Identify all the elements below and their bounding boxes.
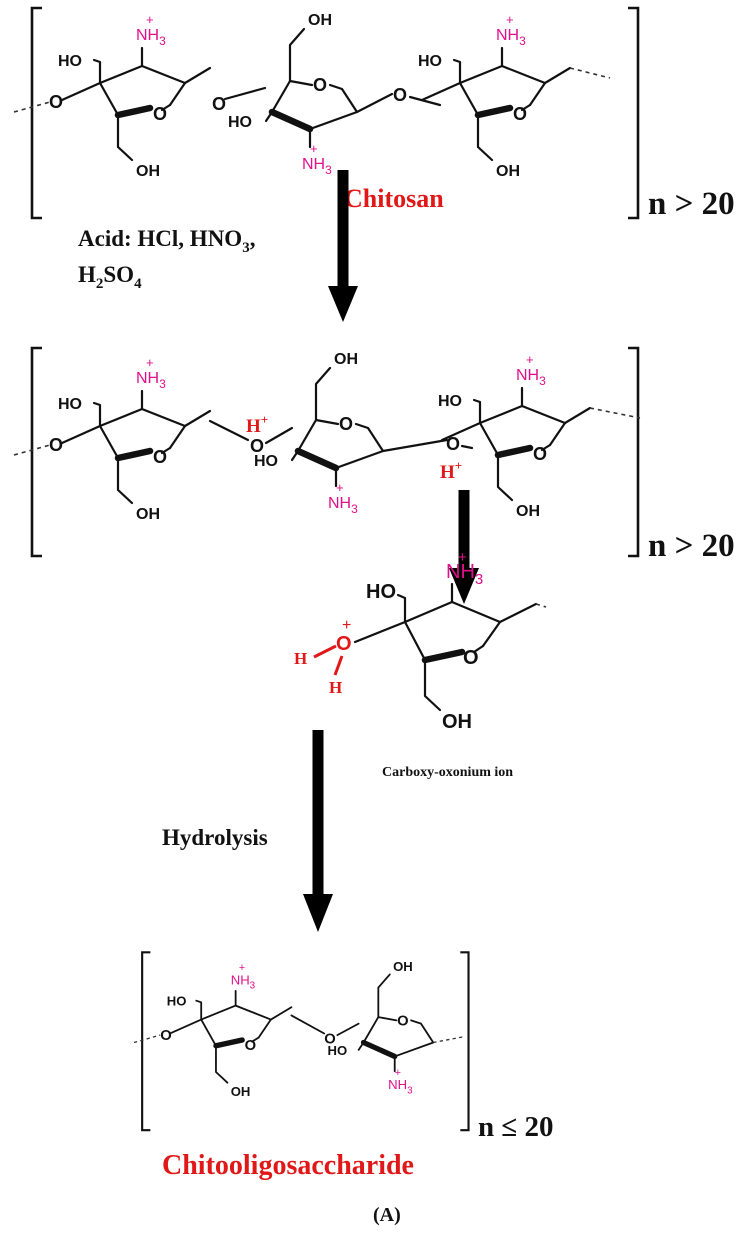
svg-text:O: O	[393, 85, 407, 105]
n-greater-20-top: n > 20	[648, 186, 735, 222]
svg-text:O: O	[463, 647, 479, 669]
h-plus-1: H+	[246, 412, 268, 437]
svg-text:HO: HO	[366, 581, 396, 603]
svg-text:Acid: HCl, HNO3,: Acid: HCl, HNO3,	[78, 226, 255, 256]
acid-reagents: Acid: HCl, HNO3, H2SO4	[78, 226, 255, 292]
chitosan-label: Chitosan	[344, 184, 444, 213]
svg-text:O: O	[446, 434, 460, 454]
svg-text:+: +	[342, 617, 351, 634]
svg-text:O: O	[49, 92, 63, 112]
svg-text:OH: OH	[442, 711, 472, 733]
svg-text:O: O	[324, 1031, 335, 1047]
n-less-equal-20: n ≤ 20	[478, 1111, 554, 1143]
svg-text:O: O	[49, 435, 63, 455]
hydrolysis-label: Hydrolysis	[162, 825, 268, 850]
h-plus-2: H+	[440, 458, 462, 483]
arrow-protonation	[449, 490, 479, 604]
arrow-hydrolysis	[303, 730, 333, 932]
svg-text:H: H	[329, 678, 342, 697]
svg-text:O: O	[160, 1028, 171, 1044]
product-label: Chitooligosaccharide	[162, 1150, 414, 1181]
protonated-chitosan: O O O H+ H+ n > 20	[13, 346, 735, 564]
svg-text:H: H	[294, 649, 307, 668]
svg-text:H2SO4: H2SO4	[78, 262, 142, 292]
svg-text:+: +	[458, 549, 467, 566]
panel-label: (A)	[373, 1204, 401, 1226]
n-greater-20-middle: n > 20	[648, 528, 735, 564]
carboxy-oxonium-ion: O HO NH3 + OH O + H H Carboxy-oxonium io…	[294, 549, 547, 780]
oxonium-label: Carboxy-oxonium ion	[382, 765, 513, 780]
svg-text:O: O	[250, 436, 264, 456]
arrow-acid	[328, 170, 358, 322]
chitosan-structure: O O O Chitosan n > 20	[13, 6, 735, 222]
chitooligosaccharide-structure: O O	[133, 951, 470, 1132]
svg-text:O: O	[212, 94, 226, 114]
svg-text:O: O	[336, 633, 352, 655]
